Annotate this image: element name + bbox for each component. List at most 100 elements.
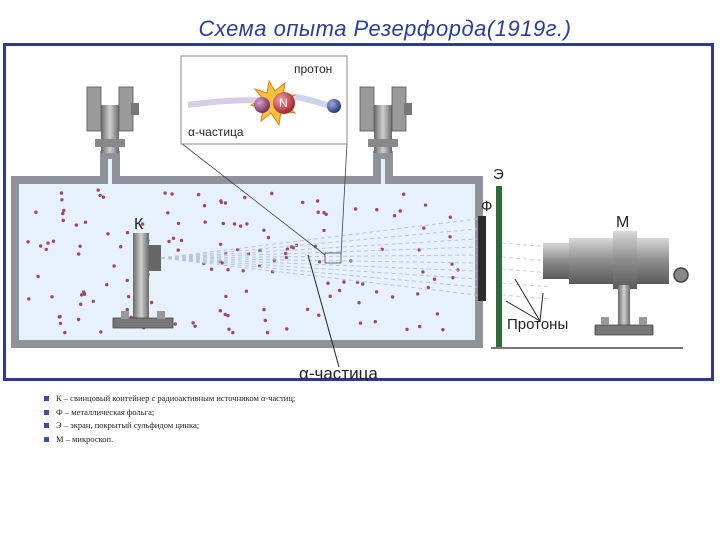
gas-molecule-dot [106,232,110,236]
legend-text: К – свинцовый контейнер с радиоактивным … [56,393,296,403]
gas-molecule-dot [203,220,207,224]
zoom-target [324,252,342,264]
alpha-ray [160,246,478,259]
proton-ray [501,282,552,288]
gas-molecule-dot [232,222,237,226]
alpha-ray [160,257,478,288]
gas-molecule-dot [26,240,30,244]
gas-molecule-dot [241,269,245,273]
gas-molecule-dot [218,242,223,246]
legend-item: Ф – металлическая фольга; [44,406,295,420]
gas-molecule-dot [58,321,63,326]
gas-molecule-dot [76,317,81,322]
gas-molecule-dot [82,290,86,294]
gas-molecule-dot [361,282,365,286]
label-proton: протон [294,62,332,76]
gas-molecule-dot [448,215,452,219]
gas-molecule-dot [316,210,320,214]
proton-ray [501,268,552,274]
proton-ray [501,242,552,248]
gas-molecule-dot [328,294,332,298]
protons-pointer [505,278,544,322]
gas-molecule-dot [36,274,40,279]
gas-molecule-dot [83,220,88,224]
gas-molecule-dot [191,321,195,325]
gas-molecule-dot [74,223,79,227]
gas-molecule-dot [358,321,363,325]
gas-molecule-dot [119,245,123,249]
gas-molecule-dot [62,208,66,213]
gas-molecule-dot [239,224,243,228]
left-valve [86,86,139,153]
gas-molecule-dot [398,209,402,213]
gas-molecule-dot [140,222,145,226]
gas-molecule-dot [125,307,129,312]
gas-molecule-dot [59,191,64,195]
gas-molecule-dot [285,327,289,331]
label-alpha-inset: α-частица [188,125,244,139]
alpha-ray [160,238,478,259]
alpha-pointer [307,254,340,368]
gas-molecule-dot [353,207,358,211]
legend-text: Ф – металлическая фольга; [56,406,155,417]
gas-molecule-dot [284,251,288,256]
gas-molecule-dot [451,276,455,280]
alpha-ray [160,257,478,272]
gas-molecule-dot [34,210,38,214]
gas-molecule-dot [166,211,170,215]
alpha-particle-rays [160,218,478,296]
gas-molecule-dot [167,239,171,244]
gas-molecule-dot [373,320,377,324]
gas-molecule-dot [170,192,174,196]
legend-item: Э – экран, покрытый сульфидом цинка; [44,419,295,433]
gas-molecule-dot [226,313,230,318]
gas-molecule-dot [125,278,129,283]
gas-molecule-dot [79,293,84,297]
gas-molecule-dot [245,222,249,226]
gas-molecule-dot [357,301,361,305]
gas-chamber [11,151,483,348]
gas-molecule-dot [78,244,82,248]
gas-molecule-dot [99,330,103,334]
gas-molecule-dot [176,248,180,252]
right-valve [359,86,412,153]
gas-molecule-dot [221,221,225,226]
gas-molecule-dot [61,218,65,222]
gas-molecule-dot [77,252,81,256]
gas-molecule-dot [231,330,235,335]
gas-molecule-dot [416,292,420,296]
alpha-ray [160,254,478,259]
gas-molecule-dot [91,299,96,303]
gas-molecule-dot [125,230,130,235]
gas-molecule-dot [163,191,167,195]
gas-molecule-dot [202,204,207,208]
gas-molecule-dot [209,267,214,271]
gas-molecule-dot [219,200,223,205]
gas-molecule-dot [63,330,67,335]
gas-molecule-dot [101,195,106,199]
gas-molecule-dot [405,327,409,332]
gas-molecule-dot [149,300,154,305]
gas-molecule-dot [375,208,379,212]
gas-molecule-dot [173,322,177,326]
gas-molecule-dot [79,302,83,306]
bullet-icon [44,409,49,415]
metal-foil [478,216,486,301]
gas-molecule-dot [305,307,310,312]
gas-molecule-dot [435,312,440,316]
legend-item: М – микроскоп. [44,433,295,447]
legend-text: М – микроскоп. [56,433,114,444]
gas-molecule-dot [301,200,305,205]
gas-molecule-dot [402,192,406,196]
gas-molecule-dot [418,324,422,329]
gas-molecule-dot [179,238,184,243]
gas-molecule-dot [223,201,228,205]
label-microscope-m: М [616,214,629,231]
alpha-ray [160,257,478,264]
gas-molecule-dot [126,294,131,299]
gas-molecule-dot [317,313,321,317]
nucleus-atom [273,92,295,114]
gas-molecule-dot [226,268,230,272]
zinc-sulfide-screen [496,186,502,348]
gas-molecule-dot [218,309,222,313]
